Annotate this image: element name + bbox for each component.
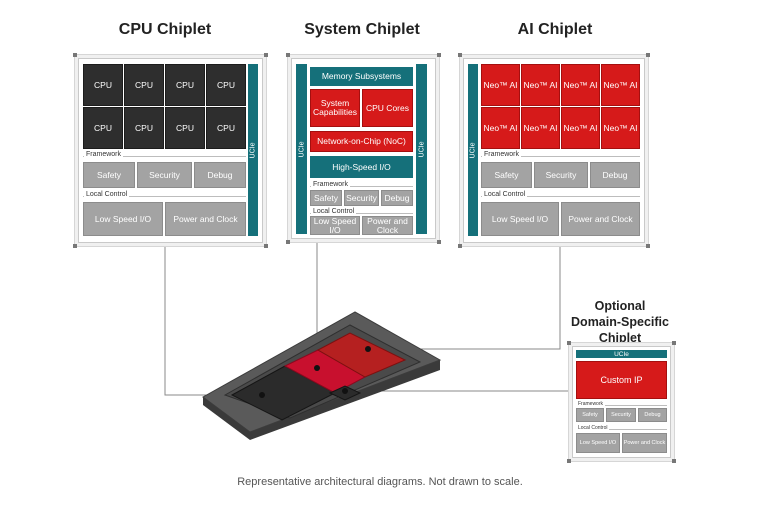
cpu-core: CPU (124, 107, 164, 149)
custom-ip-block: Custom IP (576, 361, 667, 399)
optional-local-control-label: Local Control (576, 425, 610, 431)
neo-ai-core: Neo™ AI (481, 107, 520, 149)
neo-ai-core: Neo™ AI (561, 64, 600, 106)
ai-ucie-strip: UCIe (468, 64, 478, 236)
cpu-local-control-label: Local Control (84, 191, 130, 199)
neo-ai-core: Neo™ AI (601, 107, 640, 149)
cpu-core: CPU (83, 64, 123, 106)
cpu-core: CPU (206, 107, 246, 149)
system-local-control-label: Local Control (311, 208, 357, 216)
system-debug-block: Debug (381, 190, 413, 206)
neo-ai-core: Neo™ AI (481, 64, 520, 106)
optional-low-speed-io-block: Low Speed I/O (576, 433, 620, 453)
system-ucie-left: UCIe (296, 64, 307, 234)
die-ai (316, 332, 407, 378)
system-low-speed-io-block: Low Speed I/O (310, 216, 360, 235)
cpu-core: CPU (165, 64, 205, 106)
cpu-chiplet: CPU CPU CPU CPU CPU CPU CPU CPU Framewor… (73, 53, 268, 248)
neo-ai-core: Neo™ AI (521, 107, 560, 149)
ai-security-block: Security (534, 162, 588, 188)
ai-power-clock-block: Power and Clock (561, 202, 640, 236)
cpu-framework-label: Framework (84, 151, 124, 159)
system-framework-label: Framework (311, 181, 351, 189)
optional-safety-block: Safety (576, 408, 604, 422)
high-speed-io-block: High-Speed I/O (310, 156, 413, 178)
optional-title-line2: Domain-Specific (571, 315, 669, 329)
noc-block: Network-on-Chip (NoC) (310, 131, 413, 152)
ai-safety-block: Safety (481, 162, 532, 188)
ai-chiplet-title: AI Chiplet (517, 21, 593, 38)
memory-subsystems-block: Memory Subsystems (310, 67, 413, 86)
optional-die-dot (342, 388, 348, 394)
cpu-core: CPU (206, 64, 246, 106)
cpu-security-block: Security (137, 162, 192, 188)
optional-title-line1: Optional (594, 299, 646, 313)
optional-chiplet: UCIe Custom IP Framework Safety Security… (567, 341, 676, 463)
cpu-low-speed-io-block: Low Speed I/O (83, 202, 163, 236)
cpu-debug-block: Debug (194, 162, 246, 188)
neo-ai-core: Neo™ AI (601, 64, 640, 106)
optional-framework-label: Framework (576, 401, 606, 407)
optional-ucie-strip: UCIe (576, 350, 667, 358)
cpu-ucie-strip: UCIe (248, 64, 258, 236)
system-power-clock-block: Power and Clock (362, 216, 413, 235)
ai-connector (368, 243, 561, 350)
ai-local-control-label: Local Control (482, 191, 528, 199)
optional-power-clock-block: Power and Clock (622, 433, 667, 453)
cpu-die-dot (259, 392, 265, 398)
cpu-core: CPU (83, 107, 123, 149)
cpu-core: CPU (124, 64, 164, 106)
system-die-dot (314, 365, 320, 371)
cpu-safety-block: Safety (83, 162, 135, 188)
optional-security-block: Security (606, 408, 636, 422)
diagram-caption: Representative architectural diagrams. N… (237, 476, 523, 488)
ai-debug-block: Debug (590, 162, 640, 188)
neo-ai-core: Neo™ AI (521, 64, 560, 106)
cpu-chiplet-title: CPU Chiplet (118, 21, 212, 38)
system-capabilities-block: System Capabilities (310, 89, 360, 127)
neo-ai-core: Neo™ AI (561, 107, 600, 149)
system-security-block: Security (344, 190, 379, 206)
system-safety-block: Safety (310, 190, 342, 206)
ai-low-speed-io-block: Low Speed I/O (481, 202, 559, 236)
ai-die-dot (365, 346, 371, 352)
optional-debug-block: Debug (638, 408, 667, 422)
ai-chiplet: UCIe Neo™ AI Neo™ AI Neo™ AI Neo™ AI Neo… (458, 53, 650, 248)
cpu-power-clock-block: Power and Clock (165, 202, 246, 236)
cpu-cores-block: CPU Cores (362, 89, 413, 127)
optional-chiplet-title: Optional Domain-Specific Chiplet (560, 298, 680, 346)
ai-framework-label: Framework (482, 151, 522, 159)
cpu-core: CPU (165, 107, 205, 149)
optional-title-line3: Chiplet (598, 331, 642, 345)
system-chiplet-title: System Chiplet (304, 21, 420, 38)
system-chiplet: UCIe UCIe Memory Subsystems System Capab… (286, 53, 441, 244)
system-ucie-right: UCIe (416, 64, 427, 234)
